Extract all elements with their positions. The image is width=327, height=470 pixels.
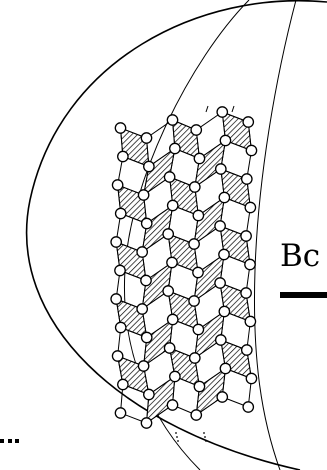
lattice-node-48 (111, 350, 124, 362)
lattice-node-62 (166, 399, 179, 411)
lattice-node-3 (190, 124, 203, 136)
lattice-node-4 (216, 106, 229, 118)
lattice-node-43 (140, 331, 153, 344)
lattice-node-65 (242, 401, 255, 413)
lattice-node-29 (240, 230, 252, 242)
lattice-node-55 (143, 388, 155, 401)
lattice-node-8 (169, 142, 181, 155)
lattice-node-34 (218, 248, 230, 261)
lattice-node-24 (110, 236, 123, 248)
lattice-node-15 (188, 181, 201, 193)
lattice-node-10 (219, 134, 232, 147)
lattice-node-16 (214, 163, 227, 175)
lattice-node-18 (114, 207, 127, 220)
lattice-node-19 (140, 217, 153, 230)
ellipsis-mark-1 (0, 439, 4, 443)
lattice-node-39 (188, 295, 200, 307)
ellipsis-mark-2 (8, 439, 12, 443)
lattice-node-9 (193, 152, 206, 165)
lattice-node-28 (214, 220, 226, 232)
ellipsis-mark-3 (15, 439, 19, 443)
lattice-node-7 (143, 160, 155, 173)
boundary-label: Bc (280, 238, 321, 274)
lattice-node-36 (110, 293, 123, 305)
lattice-node-21 (192, 209, 205, 222)
lattice-node-33 (192, 266, 204, 279)
lattice-node-64 (216, 391, 229, 403)
lattice-node-59 (245, 372, 258, 385)
lattice-node-40 (214, 277, 226, 289)
lattice-node-25 (136, 246, 149, 258)
continuation-dots-bottom (175, 432, 207, 442)
continuation-dashes-top (205, 105, 235, 113)
lattice-node-42 (114, 321, 127, 334)
lattice-node-51 (188, 352, 201, 364)
lattice-node-13 (137, 189, 150, 201)
lattice-node-37 (136, 303, 149, 315)
lattice-nodes (110, 106, 258, 429)
lattice-node-20 (166, 199, 179, 212)
lattice-node-26 (162, 228, 175, 240)
lattice-node-44 (166, 313, 179, 326)
meridian-middle (253, 0, 297, 470)
lattice-node-5 (242, 116, 255, 128)
lattice-node-17 (240, 173, 253, 185)
lattice-node-12 (111, 179, 124, 191)
lattice-node-2 (166, 114, 179, 126)
lattice-node-6 (117, 150, 129, 163)
lattice-node-61 (140, 417, 153, 429)
lattice-node-58 (219, 362, 232, 375)
lattice-node-27 (188, 238, 200, 250)
lattice-node-53 (240, 344, 253, 356)
lattice-node-14 (163, 171, 176, 183)
lattice-node-0 (114, 122, 127, 134)
lattice-node-23 (244, 201, 257, 214)
lattice-node-30 (114, 264, 126, 277)
lattice-node-35 (244, 258, 256, 271)
lattice-node-54 (117, 378, 129, 391)
lattice-node-47 (244, 315, 257, 328)
lattice-node-1 (140, 132, 153, 144)
lattice-node-46 (218, 305, 231, 318)
lattice-node-56 (169, 370, 181, 383)
lattice-node-31 (140, 274, 152, 287)
lattice-node-63 (190, 409, 203, 421)
lattice-node-52 (214, 334, 227, 346)
lattice-node-50 (163, 342, 176, 354)
lattice-node-49 (137, 360, 150, 372)
lattice-node-41 (240, 287, 252, 299)
lattice-node-45 (192, 323, 205, 336)
lattice-node-22 (218, 191, 231, 204)
lattice-node-57 (193, 380, 206, 393)
lattice-node-32 (166, 256, 178, 269)
boundary-underline (280, 292, 327, 298)
lattice-node-60 (114, 407, 127, 419)
lattice-node-11 (245, 144, 258, 157)
lattice-node-38 (162, 285, 175, 297)
sphere-outline (25, 0, 327, 470)
